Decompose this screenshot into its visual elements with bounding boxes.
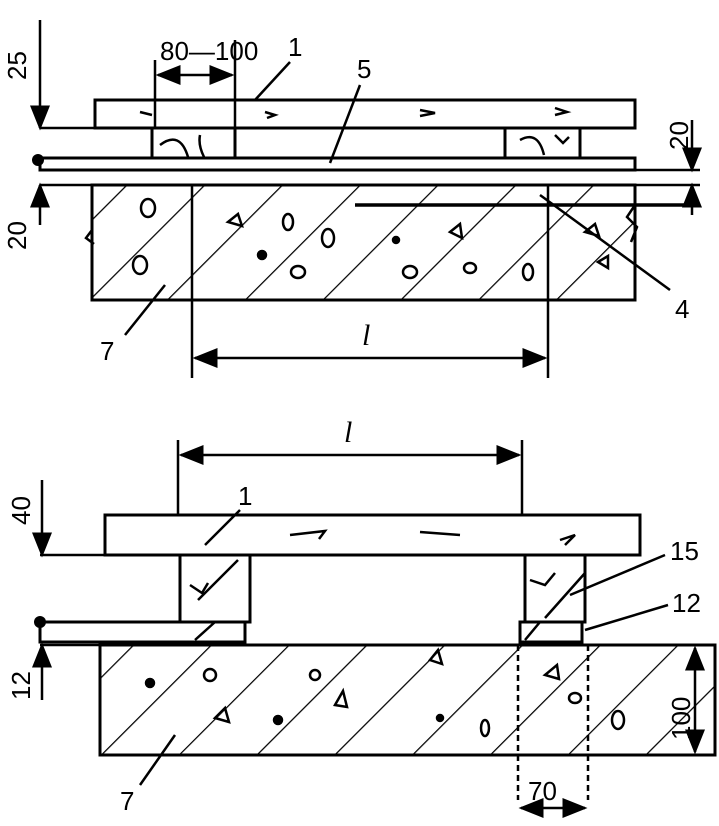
- leader-1: [204, 509, 241, 546]
- wood-grain-board: [289, 529, 576, 546]
- break-line-left: [84, 229, 95, 245]
- dim-100-label: 100: [666, 697, 696, 740]
- aggregate-marks: [131, 197, 610, 282]
- concrete-slab: [90, 183, 637, 302]
- leader-12: [584, 603, 669, 632]
- lath-12: [518, 620, 584, 644]
- wood-grain-board: [139, 106, 572, 120]
- callout-1: 1: [238, 481, 252, 511]
- floor-board-1: [103, 513, 642, 557]
- leader-4: [539, 193, 671, 292]
- lath-left: [38, 620, 247, 644]
- dim-80-100-label: 80—100: [160, 36, 258, 66]
- concrete-slab: [98, 643, 717, 757]
- floor-board-1: [93, 98, 637, 130]
- leader-7: [124, 284, 166, 336]
- leader-15: [569, 553, 666, 597]
- callout-12: 12: [672, 588, 701, 618]
- bottom-section: l 40 12 100 70: [6, 416, 717, 818]
- dim-25-label: 25: [2, 51, 32, 80]
- callout-4: 4: [675, 294, 689, 324]
- support-block-15: [523, 553, 587, 624]
- dim-40-label: 40: [6, 496, 36, 525]
- dim-dot: [34, 616, 46, 628]
- dim-20-left-label: 20: [2, 221, 32, 250]
- callout-7: 7: [120, 786, 134, 816]
- callout-1: 1: [288, 32, 302, 62]
- span-l-label: l: [344, 416, 352, 449]
- break-line: [625, 204, 639, 243]
- callout-15: 15: [670, 536, 699, 566]
- callout-7: 7: [100, 336, 114, 366]
- leader-7: [138, 734, 177, 786]
- callout-5: 5: [357, 54, 371, 84]
- span-l-label: l: [362, 319, 370, 352]
- dim-20-right-label: 20: [664, 121, 694, 150]
- dim-dot: [32, 154, 44, 166]
- leader-1: [254, 61, 291, 101]
- aggregate-marks: [144, 647, 626, 738]
- support-block-left: [178, 553, 252, 624]
- wood-grain: [159, 134, 570, 158]
- dim-12-label: 12: [6, 671, 36, 700]
- dim-70-label: 70: [528, 776, 557, 806]
- leader-5: [328, 84, 362, 164]
- wood-grain: [189, 559, 586, 641]
- lath-5: [38, 156, 637, 172]
- support-block-left: [150, 126, 237, 160]
- top-section: 25 20 20 80—100 1 5 4 7 l: [2, 20, 702, 378]
